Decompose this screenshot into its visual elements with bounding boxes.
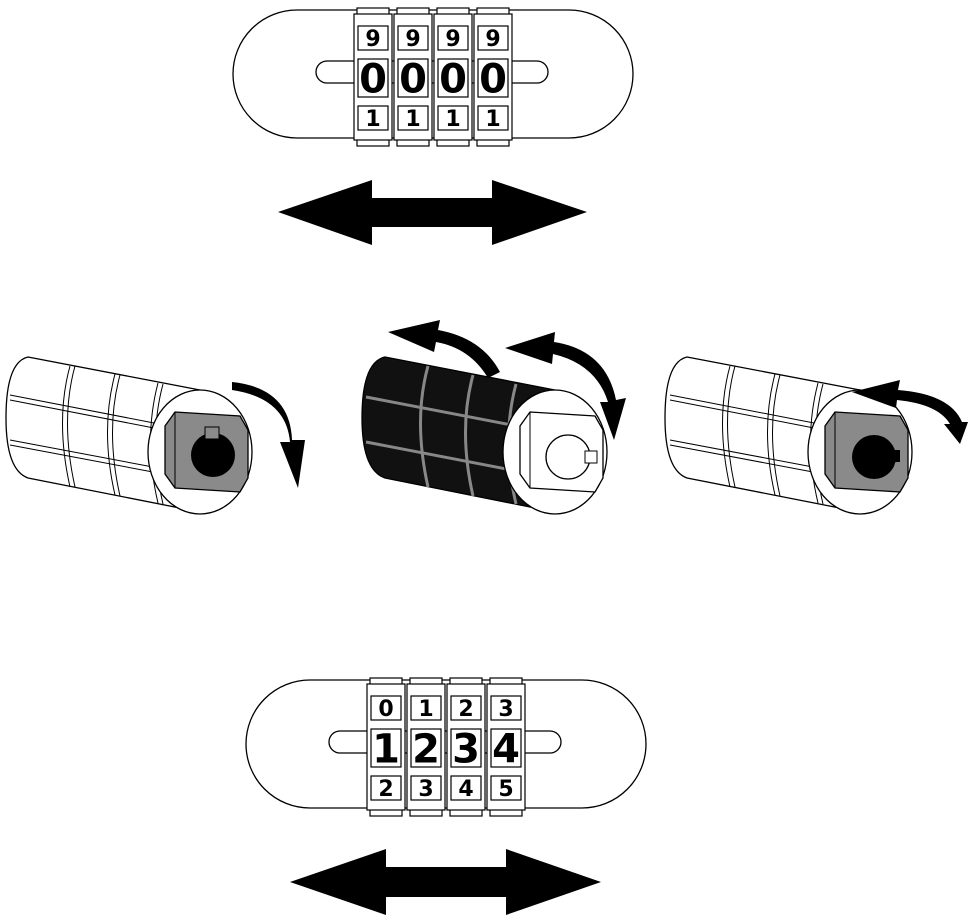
digit-window — [370, 728, 402, 768]
cylinder-right-keyhole — [852, 435, 896, 479]
dial-digit: 9 — [485, 27, 500, 52]
digit-window — [397, 105, 429, 131]
dial-wheel[interactable]: 1 2 3 — [406, 677, 446, 817]
digit-window — [357, 25, 389, 51]
digit-window — [437, 25, 469, 51]
digit-window — [397, 25, 429, 51]
dial-digit: 9 — [365, 27, 380, 52]
dial-digit: 0 — [378, 697, 393, 722]
digit-window — [477, 25, 509, 51]
dial-digit: 9 — [405, 27, 420, 52]
digit-window — [437, 105, 469, 131]
dial-wheel[interactable]: 9 0 1 — [473, 7, 513, 147]
cylinder-center-keyhole — [545, 434, 591, 480]
digit-window — [410, 695, 442, 721]
digit-window — [357, 58, 389, 98]
digit-window — [490, 728, 522, 768]
rotation-arrow-icon — [388, 320, 500, 378]
digit-window — [490, 695, 522, 721]
digit-window — [477, 58, 509, 98]
cylinder-left-keyhole — [191, 433, 235, 477]
dial-wheel[interactable]: 3 4 5 — [486, 677, 526, 817]
dial-digit: 2 — [378, 777, 393, 802]
dial-wheel[interactable]: 0 1 2 — [366, 677, 406, 817]
digit-window — [370, 775, 402, 801]
dial-digit: 0 — [439, 56, 467, 102]
digit-window — [490, 775, 522, 801]
dial-digit: 4 — [492, 726, 520, 772]
digit-window — [477, 105, 509, 131]
dial-wheel[interactable]: 2 3 4 — [446, 677, 486, 817]
double-arrow-icon — [278, 180, 587, 245]
double-arrow-icon — [290, 849, 601, 915]
dial-digit: 9 — [445, 27, 460, 52]
dial-digit: 2 — [412, 726, 440, 772]
rotation-arrow-icon — [505, 332, 626, 440]
cylinder-center — [361, 356, 608, 515]
dial-digit: 1 — [405, 107, 420, 132]
digit-window — [410, 728, 442, 768]
dial-digit: 3 — [418, 777, 433, 802]
digit-window — [357, 105, 389, 131]
dial-digit: 3 — [498, 697, 513, 722]
dial-digit: 5 — [498, 777, 513, 802]
dial-digit: 1 — [372, 726, 400, 772]
digit-window — [370, 695, 402, 721]
rotation-arrow-icon — [232, 382, 305, 488]
digit-window — [450, 728, 482, 768]
dial-digit: 3 — [452, 726, 480, 772]
dial-digit: 0 — [359, 56, 387, 102]
digit-window — [437, 58, 469, 98]
dial-digit: 2 — [458, 697, 473, 722]
dial-wheel[interactable]: 9 0 1 — [353, 7, 393, 147]
dial-digit: 1 — [418, 697, 433, 722]
dial-digit: 1 — [365, 107, 380, 132]
dial-digit: 0 — [399, 56, 427, 102]
dial-digit: 1 — [445, 107, 460, 132]
dial-digit: 0 — [479, 56, 507, 102]
dial-digit: 1 — [485, 107, 500, 132]
dial-digit: 4 — [458, 777, 473, 802]
rotation-arrow-icon — [852, 380, 968, 444]
digit-window — [397, 58, 429, 98]
dial-wheel[interactable]: 9 0 1 — [433, 7, 473, 147]
digit-window — [450, 775, 482, 801]
digit-window — [410, 775, 442, 801]
dial-wheel[interactable]: 9 0 1 — [393, 7, 433, 147]
cylinder-right — [664, 356, 913, 515]
cylinder-left — [5, 356, 253, 515]
digit-window — [450, 695, 482, 721]
